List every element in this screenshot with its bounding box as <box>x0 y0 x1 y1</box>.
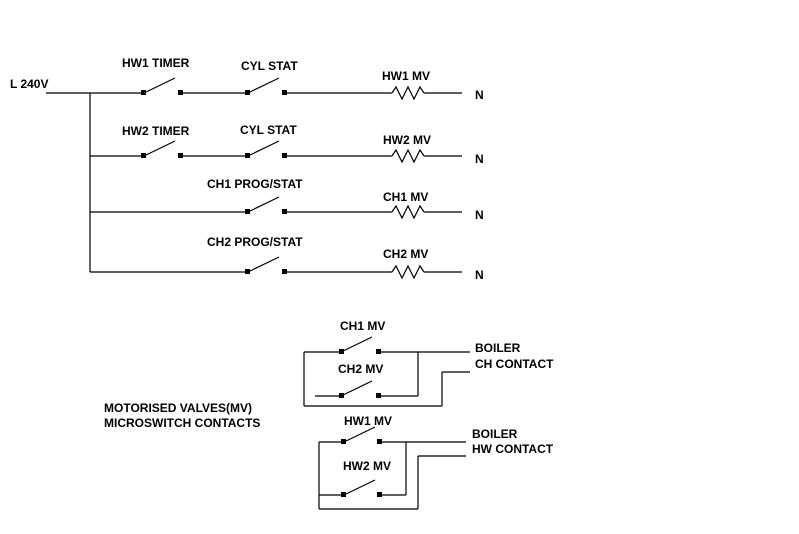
ch1-mv-switch-label: CH1 MV <box>340 319 385 333</box>
hw1-timer-label: HW1 TIMER <box>122 56 190 70</box>
hw-contact-label: HW CONTACT <box>472 442 554 456</box>
ch2-mv-switch-label: CH2 MV <box>338 362 383 376</box>
hw-contact-group: HW1 MV HW2 MV BOILER HW CONTACT <box>318 414 554 510</box>
microswitch-title-line1: MOTORISED VALVES(MV) <box>104 401 252 415</box>
hw1-cyl-stat-label: CYL STAT <box>241 59 298 73</box>
branch-ch2: CH2 PROG/STAT CH2 MV N <box>90 235 484 282</box>
boiler-hw-label: BOILER <box>472 427 518 441</box>
ch-contact-label: CH CONTACT <box>475 357 554 371</box>
hw1-mv-label: HW1 MV <box>382 69 430 83</box>
hw2-mv-label: HW2 MV <box>383 133 431 147</box>
boiler-ch-label: BOILER <box>475 341 521 355</box>
branch-hw1: HW1 TIMER CYL STAT HW1 MV N <box>90 56 484 102</box>
hw1-neutral-label: N <box>475 88 484 102</box>
ch2-mv-label: CH2 MV <box>383 247 428 261</box>
branch-ch1: CH1 PROG/STAT CH1 MV N <box>90 177 484 222</box>
hw2-neutral-label: N <box>475 152 484 166</box>
hw2-timer-label: HW2 TIMER <box>122 124 190 138</box>
ch1-mv-label: CH1 MV <box>383 190 428 204</box>
microswitch-title-line2: MICROSWITCH CONTACTS <box>104 416 260 430</box>
ch2-prog-stat-label: CH2 PROG/STAT <box>207 235 303 249</box>
branch-hw2: HW2 TIMER CYL STAT HW2 MV N <box>90 123 484 166</box>
live-supply-label: L 240V <box>10 77 48 91</box>
hw2-cyl-stat-label: CYL STAT <box>240 123 297 137</box>
ch1-neutral-label: N <box>475 208 484 222</box>
ch1-prog-stat-label: CH1 PROG/STAT <box>207 177 303 191</box>
ch-contact-group: CH1 MV CH2 MV BOILER CH CONTACT <box>303 319 554 407</box>
hw2-mv-switch-label: HW2 MV <box>343 459 391 473</box>
ch2-neutral-label: N <box>475 268 484 282</box>
hw1-mv-switch-label: HW1 MV <box>344 414 392 428</box>
